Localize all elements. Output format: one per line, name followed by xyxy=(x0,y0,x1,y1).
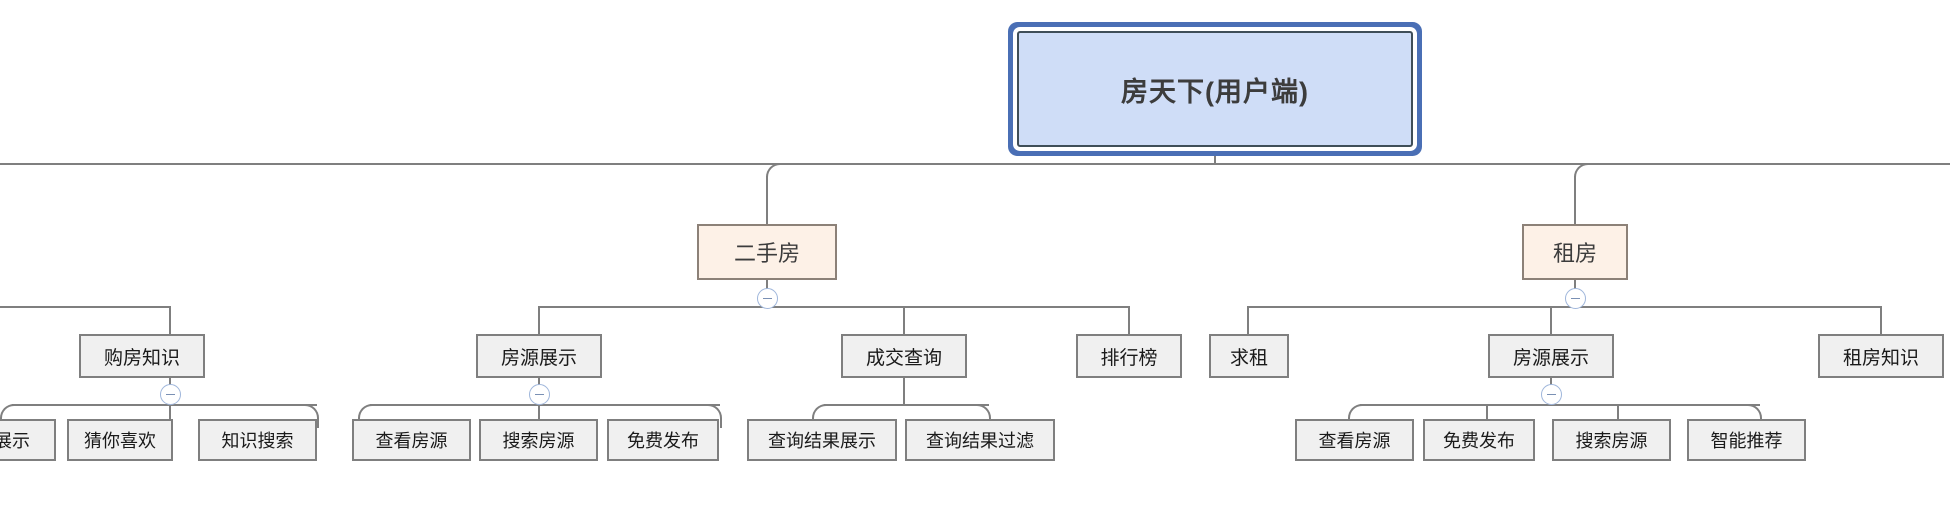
connector-elbow-chaxunjieguoguolv xyxy=(975,404,991,428)
connector-stem-paihangbang xyxy=(1128,306,1130,334)
node-goufangzhishi-label: 购房知识 xyxy=(103,347,180,369)
connector-bus-clipped-left xyxy=(0,306,171,308)
node-zufangzhishi[interactable]: 租房知识 xyxy=(1818,334,1944,378)
connector-stem-goufangzhishi xyxy=(169,306,171,334)
node-mianfeifabu-zf[interactable]: 免费发布 xyxy=(1423,419,1535,461)
node-paihangbang[interactable]: 排行榜 xyxy=(1076,334,1182,378)
connector-elbow-ershoufang xyxy=(766,163,782,226)
connector-elbow-chakanfangyuan-zf xyxy=(1348,404,1364,428)
collapse-minus-icon-fangyuanzhanshi-zf[interactable] xyxy=(1541,384,1562,405)
collapse-minus-icon-zufang[interactable] xyxy=(1565,288,1586,309)
connector-elbow-mianfeifabu-esf xyxy=(706,404,722,428)
node-zhanshi[interactable]: 展示 xyxy=(0,419,56,461)
node-fangyuanzhanshi-zf-label: 房源展示 xyxy=(1512,347,1589,369)
connector-bus-level2 xyxy=(0,163,1950,165)
connector-bus-zufang-children xyxy=(1247,306,1882,308)
connector-stem-sousuofangyuan-zf xyxy=(1617,404,1619,426)
node-zhinengtuijian-label: 智能推荐 xyxy=(1710,431,1783,451)
node-chakanfangyuan-zf[interactable]: 查看房源 xyxy=(1295,419,1414,461)
node-sousuofangyuan-zf[interactable]: 搜索房源 xyxy=(1552,419,1671,461)
connector-root-stem xyxy=(1214,147,1216,164)
node-cainixihuan[interactable]: 猜你喜欢 xyxy=(67,419,173,461)
node-paihangbang-label: 排行榜 xyxy=(1100,347,1158,369)
connector-elbow-chakanfangyuan-esf xyxy=(358,404,374,428)
node-sousuofangyuan-esf[interactable]: 搜索房源 xyxy=(479,419,598,461)
connector-elbow-zhishisousuo xyxy=(303,404,319,428)
node-zhinengtuijian[interactable]: 智能推荐 xyxy=(1687,419,1806,461)
connector-stem-chengjiaochaxun-down xyxy=(903,378,905,404)
connector-elbow-zhanshi xyxy=(0,404,16,428)
node-qiuzu-label: 求租 xyxy=(1229,347,1268,369)
node-ershoufang-label: 二手房 xyxy=(733,241,800,266)
connector-stem-ershoufang xyxy=(766,176,768,224)
node-chengjiaochaxun-label: 成交查询 xyxy=(865,347,942,369)
connector-stem-fangyuanzhanshi-zf xyxy=(1550,306,1552,334)
node-chaxunjieguoguolv[interactable]: 查询结果过滤 xyxy=(905,419,1055,461)
node-qiuzu[interactable]: 求租 xyxy=(1209,334,1289,378)
connector-stem-zufang xyxy=(1574,176,1576,224)
collapse-minus-icon-fangyuanzhanshi-esf[interactable] xyxy=(529,384,550,405)
node-zhishisousuo[interactable]: 知识搜索 xyxy=(198,419,317,461)
node-mianfeifabu-esf-label: 免费发布 xyxy=(627,431,699,451)
node-zufang[interactable]: 租房 xyxy=(1522,224,1628,280)
node-fangyuanzhanshi-esf-label: 房源展示 xyxy=(500,347,577,369)
connector-bus-chengjiaochaxun-children xyxy=(824,404,989,406)
node-goufangzhishi[interactable]: 购房知识 xyxy=(79,334,205,378)
node-zufangzhishi-label: 租房知识 xyxy=(1842,347,1919,369)
connector-bus-fangyuanzhanshi-esf-children xyxy=(370,404,720,406)
node-sousuofangyuan-esf-label: 搜索房源 xyxy=(502,431,575,451)
connector-bus-goufangzhishi-children xyxy=(12,404,317,406)
node-chaxunjieguozhanshi-label: 查询结果展示 xyxy=(768,431,876,451)
connector-stem-chengjiaochaxun xyxy=(903,306,905,334)
node-fangyuanzhanshi-esf[interactable]: 房源展示 xyxy=(476,334,602,378)
node-chaxunjieguozhanshi[interactable]: 查询结果展示 xyxy=(747,419,897,461)
node-zhanshi-label: 展示 xyxy=(0,431,30,451)
node-chakanfangyuan-zf-label: 查看房源 xyxy=(1318,431,1391,451)
collapse-minus-icon-goufangzhishi[interactable] xyxy=(160,384,181,405)
node-root-label: 房天下(用户端) xyxy=(1121,76,1309,107)
connector-stem-qiuzu xyxy=(1247,306,1249,334)
node-fangyuanzhanshi-zf[interactable]: 房源展示 xyxy=(1488,334,1614,378)
node-sousuofangyuan-zf-label: 搜索房源 xyxy=(1575,431,1648,451)
connector-stem-zufangzhishi xyxy=(1880,306,1882,334)
connector-elbow-zufang xyxy=(1574,163,1590,226)
connector-bus-fangyuanzhanshi-zf-children xyxy=(1360,404,1760,406)
connector-bus-ershoufang-children xyxy=(538,306,1130,308)
connector-stem-sousuofangyuan-esf xyxy=(538,404,540,426)
node-mianfeifabu-zf-label: 免费发布 xyxy=(1443,431,1515,451)
connector-stem-fangyuanzhanshi-esf xyxy=(538,306,540,334)
connector-elbow-zhinengtuijian xyxy=(1746,404,1762,428)
node-chengjiaochaxun[interactable]: 成交查询 xyxy=(841,334,967,378)
node-cainixihuan-label: 猜你喜欢 xyxy=(84,431,156,451)
node-chaxunjieguoguolv-label: 查询结果过滤 xyxy=(926,431,1034,451)
connector-stem-cainixihuan xyxy=(169,404,171,426)
connector-stem-mianfeifabu-zf xyxy=(1486,404,1488,426)
node-chakanfangyuan-esf[interactable]: 查看房源 xyxy=(352,419,471,461)
node-chakanfangyuan-esf-label: 查看房源 xyxy=(375,431,448,451)
node-ershoufang[interactable]: 二手房 xyxy=(697,224,837,280)
node-root[interactable]: 房天下(用户端) xyxy=(1017,31,1413,147)
connector-elbow-chaxunjieguozhanshi xyxy=(812,404,828,428)
node-zhishisousuo-label: 知识搜索 xyxy=(221,431,294,451)
node-mianfeifabu-esf[interactable]: 免费发布 xyxy=(607,419,719,461)
node-zufang-label: 租房 xyxy=(1552,241,1597,266)
collapse-minus-icon-ershoufang[interactable] xyxy=(757,288,778,309)
